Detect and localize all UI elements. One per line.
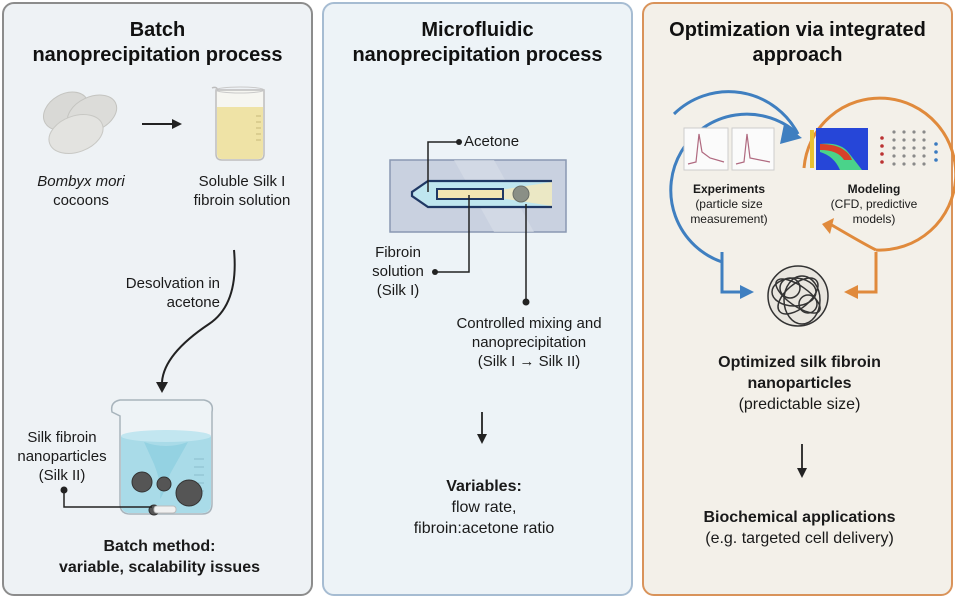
result-line3: (predictable size) — [738, 396, 861, 413]
silk-nanoparticle-icon — [767, 265, 829, 327]
modeling-line1: (CFD, predictive — [830, 197, 918, 211]
arrow-down-icon — [797, 444, 807, 478]
batch-title-line1: Batch — [129, 19, 186, 41]
fibroin-solution-label: Fibroin solution (Silk I) — [358, 243, 438, 300]
desolvation-arrow-icon — [156, 249, 236, 393]
modeling-cycle-arrow — [802, 96, 955, 299]
batch-conclusion-line2: variable, scalability issues — [58, 559, 260, 576]
nanoparticles-line3: (Silk II) — [38, 467, 86, 484]
microfluidic-title-line2: nanoprecipitation process — [352, 44, 603, 66]
nanoparticles-callout-line — [60, 486, 152, 508]
result-line2: nanoparticles — [747, 375, 852, 392]
optimization-panel: Optimization via integrated approach — [642, 2, 955, 596]
experiments-title: Experiments — [692, 182, 766, 196]
batch-illustration — [43, 86, 265, 516]
soluble-silk-line1: Soluble Silk I — [198, 173, 286, 190]
batch-process-panel: Batch nanoprecipitation process — [2, 2, 313, 596]
soluble-silk-line2: fibroin solution — [193, 192, 291, 209]
nanoparticles-line1: Silk fibroin — [27, 429, 97, 446]
result-line1: Optimized silk fibroin — [718, 354, 881, 371]
batch-conclusion: Batch method: variable, scalability issu… — [4, 536, 315, 578]
arrow-down-icon — [477, 412, 487, 444]
beaker-solution-icon — [211, 86, 265, 161]
particle-size-plot-icon — [683, 127, 775, 171]
optimization-panel-title: Optimization via integrated approach — [644, 18, 951, 68]
applications-line1: (e.g. targeted cell delivery) — [705, 530, 894, 547]
nanoparticles-line2: nanoparticles — [17, 448, 107, 465]
nanoparticle-icon — [156, 476, 172, 492]
modeling-title: Modeling — [847, 182, 901, 196]
experiments-line2: measurement) — [690, 212, 768, 226]
fibroin-callout-line — [432, 195, 470, 275]
fibroin-line1: Fibroin — [375, 244, 421, 261]
optimization-cycle-illustration — [669, 90, 955, 478]
neural-network-icon — [880, 130, 938, 166]
nanoparticles-label: Silk fibroin nanoparticles (Silk II) — [6, 428, 118, 485]
acetone-label: Acetone — [464, 133, 520, 150]
beaker-vortex-icon — [110, 399, 214, 516]
batch-title-line2: nanoprecipitation process — [32, 44, 283, 66]
microfluidic-title-line1: Microfluidic — [421, 19, 534, 41]
desolvation-line1: Desolvation in — [125, 275, 220, 292]
biochemical-applications-label: Biochemical applications (e.g. targeted … — [644, 507, 955, 549]
cocoons-word: cocoons — [53, 192, 109, 209]
optimization-title-line2: approach — [752, 44, 843, 66]
mixing-callout-line — [522, 204, 530, 306]
desolvation-line2: acetone — [166, 294, 220, 311]
cocoons-icon — [43, 91, 118, 154]
fibroin-line3: (Silk I) — [376, 282, 420, 299]
mixing-line1: Controlled mixing and — [456, 315, 602, 332]
batch-conclusion-line1: Batch method: — [103, 538, 216, 555]
controlled-mixing-label: Controlled mixing and nanoprecipitation … — [434, 314, 624, 371]
optimized-nanoparticles-label: Optimized silk fibroin nanoparticles (pr… — [644, 352, 955, 415]
cocoons-label: Bombyx mori cocoons — [26, 172, 136, 210]
cfd-simulation-icon — [810, 128, 868, 170]
microfluidic-chip-icon — [389, 159, 567, 233]
batch-panel-title: Batch nanoprecipitation process — [4, 18, 311, 68]
experiments-label: Experiments (particle size measurement) — [674, 182, 784, 227]
microfluidic-chip-illustration — [389, 139, 567, 444]
variables-title: Variables: — [446, 478, 522, 495]
stir-bar-icon — [153, 505, 177, 514]
soluble-silk-label: Soluble Silk I fibroin solution — [182, 172, 302, 210]
microfluidic-panel-title: Microfluidic nanoprecipitation process — [324, 18, 631, 68]
microfluidic-process-panel: Microfluidic nanoprecipitation process — [322, 2, 633, 596]
desolvation-label: Desolvation in acetone — [94, 274, 220, 312]
species-name: Bombyx mori — [37, 173, 125, 190]
experiments-cycle-arrow — [669, 90, 802, 299]
acetone-callout-line — [427, 139, 462, 192]
mixing-line3: (Silk I → Silk II) — [477, 353, 581, 370]
nanoparticle-icon — [175, 479, 203, 507]
variables-block: Variables: flow rate, fibroin:acetone ra… — [384, 476, 584, 539]
applications-title: Biochemical applications — [703, 509, 896, 526]
nanoparticle-icon — [131, 471, 153, 493]
variables-line2: fibroin:acetone ratio — [413, 520, 555, 537]
experiments-line1: (particle size — [695, 197, 763, 211]
optimization-title-line1: Optimization via integrated — [669, 19, 926, 41]
arrow-right-icon — [142, 119, 182, 129]
fibroin-line2: solution — [372, 263, 424, 280]
modeling-line2: models) — [852, 212, 896, 226]
mixing-line2: nanoprecipitation — [471, 334, 587, 351]
modeling-label: Modeling (CFD, predictive models) — [814, 182, 934, 227]
variables-line1: flow rate, — [451, 499, 517, 516]
